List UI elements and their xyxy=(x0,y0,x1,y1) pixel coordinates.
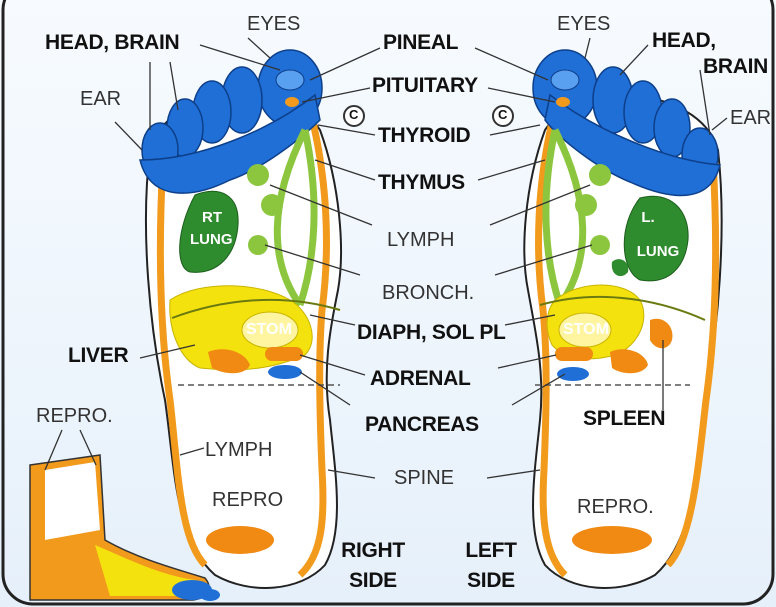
label-repro-inset: REPRO. xyxy=(36,406,113,426)
label-right: RIGHT xyxy=(333,540,413,561)
label-ear-right: EAR xyxy=(80,89,121,109)
label-c-left: C xyxy=(498,108,507,121)
label-c-right: C xyxy=(349,108,358,121)
label-left: LEFT xyxy=(456,540,526,561)
label-bronch: BRONCH. xyxy=(382,283,474,303)
label-l: L. xyxy=(636,210,660,225)
label-spleen: SPLEEN xyxy=(583,408,665,429)
left-repro-oval xyxy=(572,526,652,554)
label-head-brain-right: HEAD, BRAIN xyxy=(45,32,179,53)
label-stom-right: STOM xyxy=(246,322,292,338)
label-rt: RT xyxy=(197,210,227,225)
label-repro-right-foot: REPRO xyxy=(212,490,283,510)
label-stom-left: STOM xyxy=(563,322,609,338)
label-lung-left: LUNG xyxy=(636,244,680,259)
label-eyes-right: EYES xyxy=(247,14,300,34)
label-pancreas: PANCREAS xyxy=(365,414,479,435)
label-liver: LIVER xyxy=(68,345,128,366)
label-repro-left-foot: REPRO. xyxy=(577,497,654,517)
label-pituitary: PITUITARY xyxy=(372,75,478,96)
label-thymus: THYMUS xyxy=(378,172,465,193)
label-diaph-sol-pl: DIAPH, SOL PL xyxy=(357,322,506,343)
label-brain-left: BRAIN xyxy=(703,56,768,77)
label-side-right: SIDE xyxy=(333,570,413,591)
label-lymph-right-foot: LYMPH xyxy=(205,440,272,460)
label-thyroid: THYROID xyxy=(378,125,470,146)
label-pineal: PINEAL xyxy=(383,32,458,53)
label-head-left: HEAD, xyxy=(652,30,716,51)
label-lymph-center: LYMPH xyxy=(387,230,454,250)
label-lung-right: LUNG xyxy=(190,232,230,247)
label-spine: SPINE xyxy=(394,468,454,488)
label-adrenal: ADRENAL xyxy=(370,368,471,389)
right-repro-oval xyxy=(206,526,274,554)
label-side-left: SIDE xyxy=(456,570,526,591)
label-ear-left: EAR xyxy=(730,108,771,128)
label-eyes-left: EYES xyxy=(557,14,610,34)
